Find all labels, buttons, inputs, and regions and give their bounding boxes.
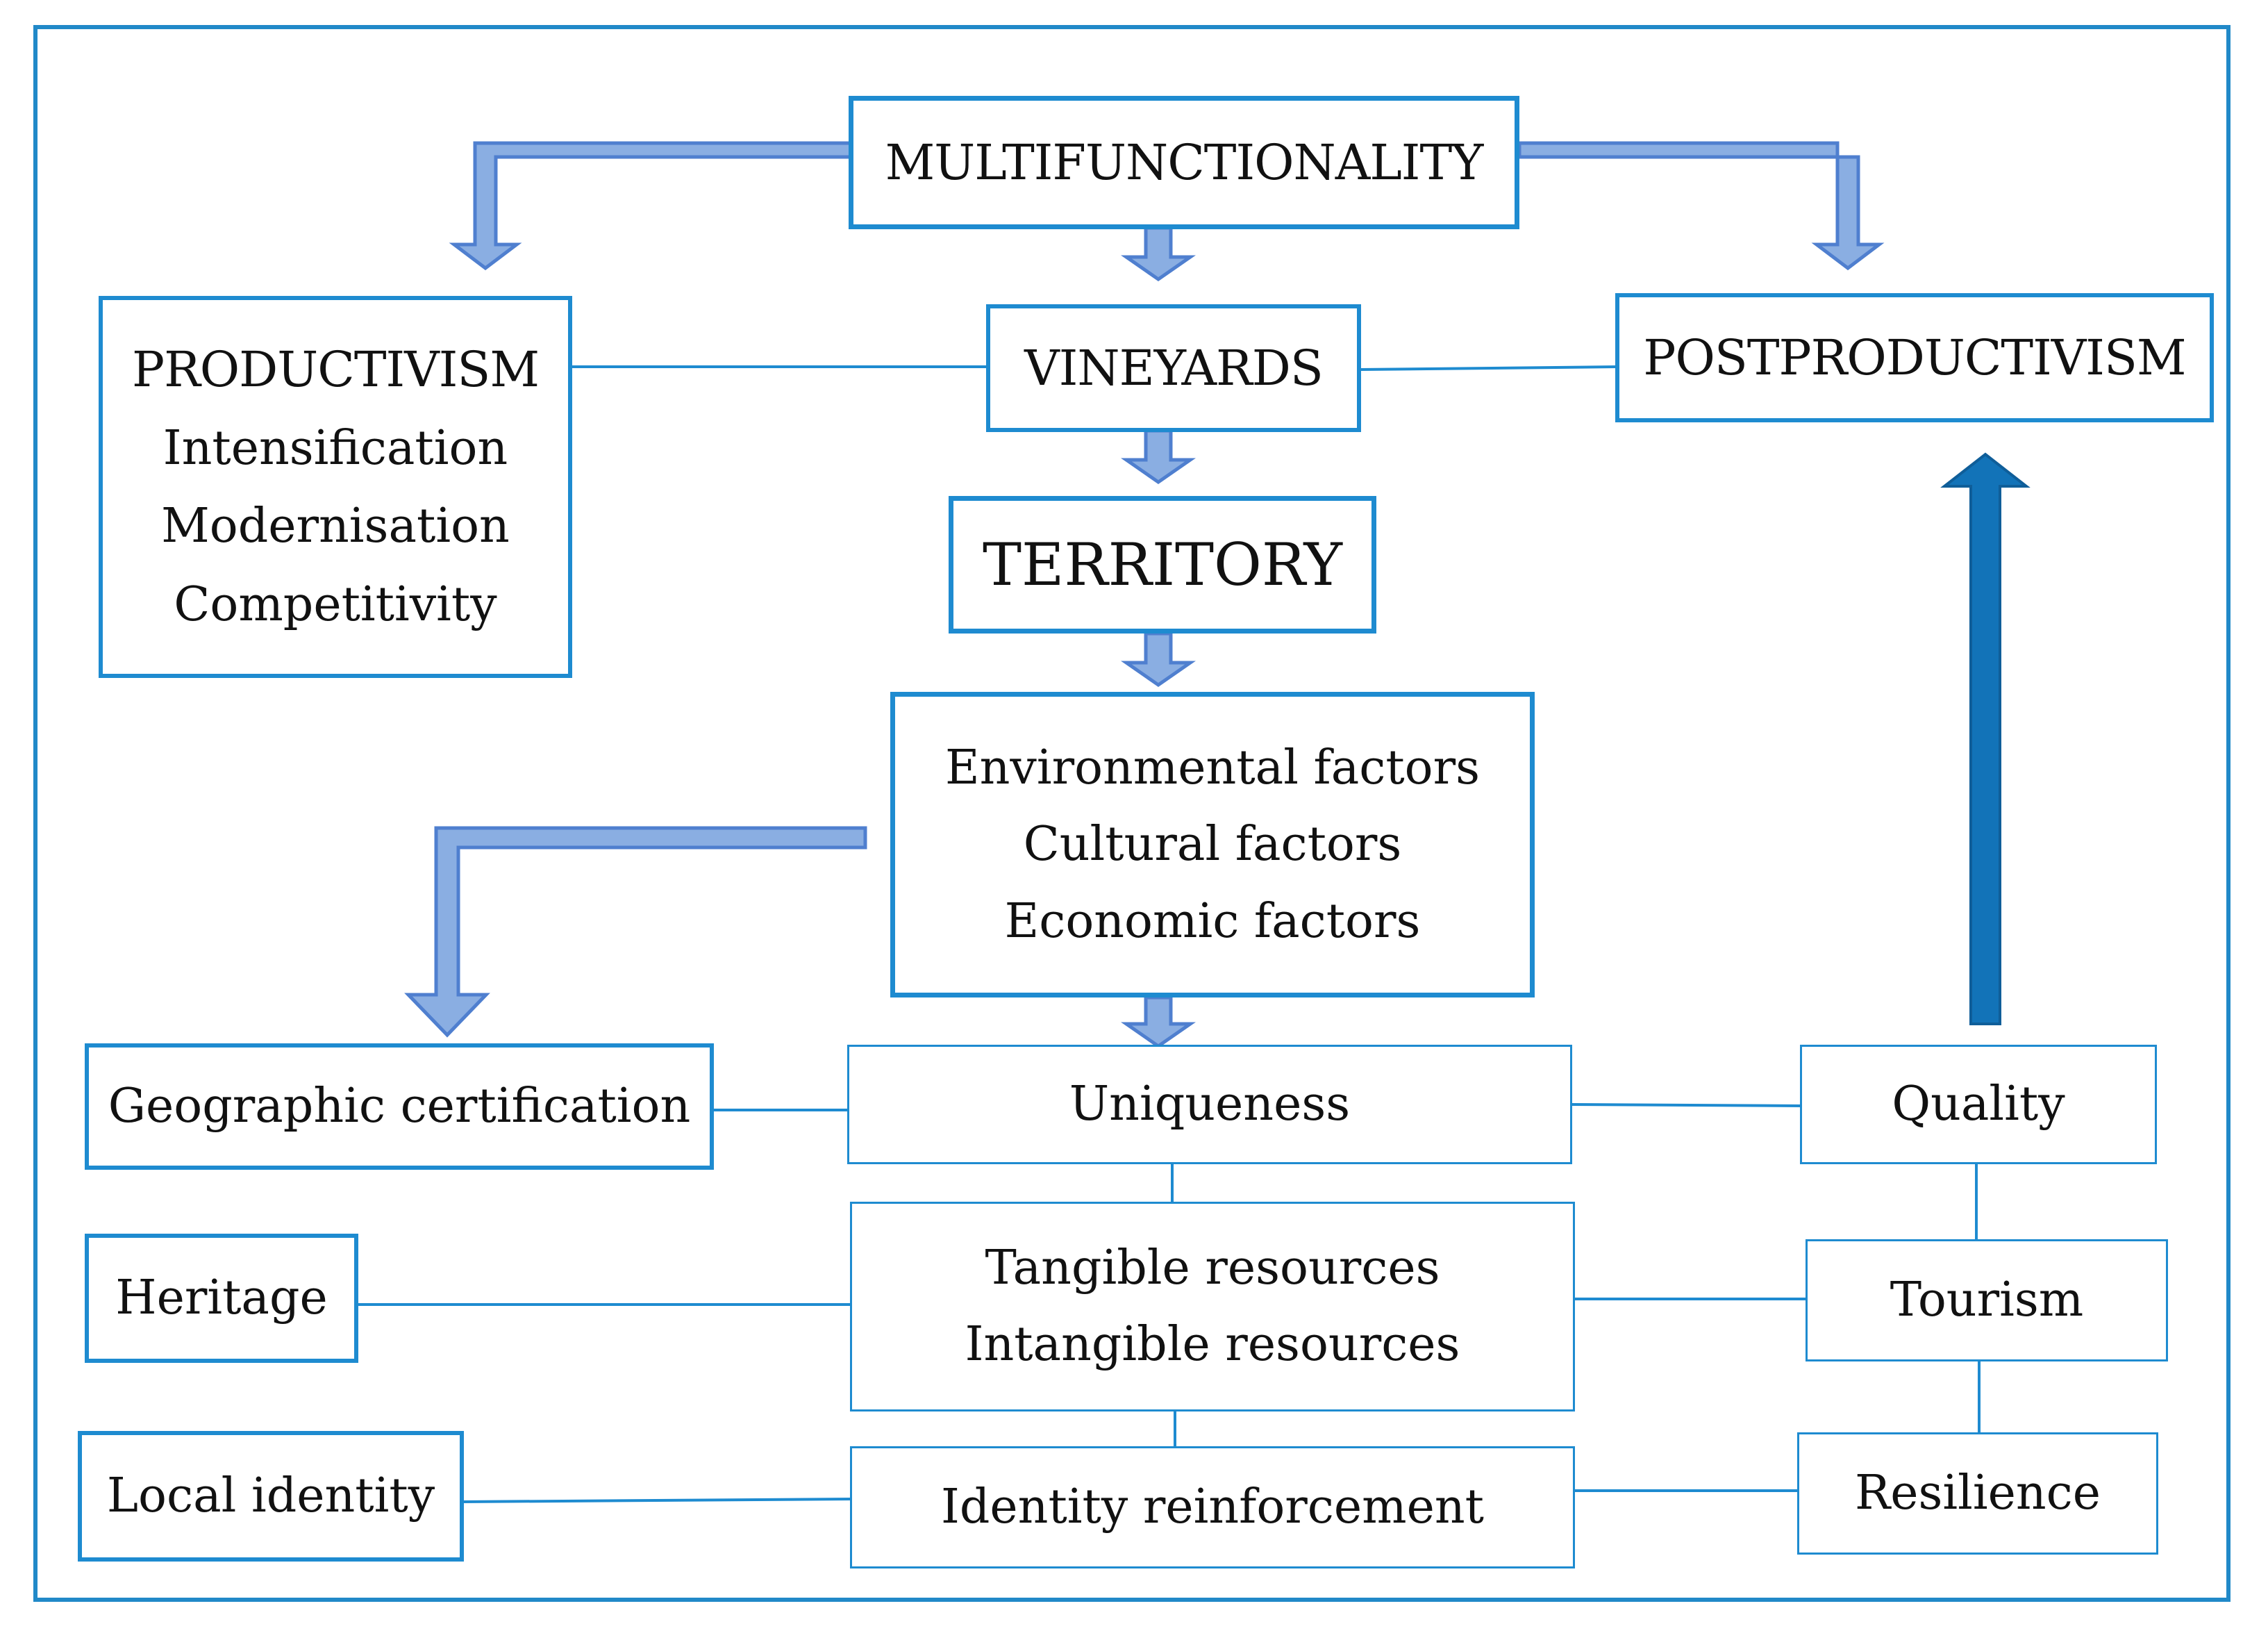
- arrow-vineyards-to-territory: [1121, 429, 1196, 485]
- multifunctionality-label: MULTIFUNCTIONALITY: [885, 134, 1484, 191]
- flow-arrows: [404, 141, 1885, 1049]
- productivism-item: Intensification: [162, 420, 508, 476]
- geographic-certification-box: Geographic certification: [85, 1043, 714, 1170]
- identity-reinforcement-box: Identity reinforcement: [850, 1446, 1575, 1568]
- uniqueness-label: Uniqueness: [1069, 1077, 1351, 1132]
- postproductivism-box: POSTPRODUCTIVISM: [1615, 293, 2214, 422]
- resources-box: Tangible resources Intangible resources: [850, 1202, 1575, 1411]
- postproductivism-label: POSTPRODUCTIVISM: [1643, 329, 2186, 386]
- arrow-factors-to-geo-cert: [404, 826, 867, 1038]
- arrow-factors-to-uniqueness: [1121, 995, 1196, 1049]
- local-identity-label: Local identity: [106, 1468, 435, 1523]
- multifunctionality-box: MULTIFUNCTIONALITY: [849, 96, 1519, 229]
- local-identity-box: Local identity: [78, 1431, 464, 1562]
- connector-uniqueness-quality: [1570, 1103, 1802, 1107]
- quality-label: Quality: [1892, 1077, 2065, 1132]
- heritage-box: Heritage: [85, 1234, 358, 1363]
- quality-box: Quality: [1800, 1045, 2157, 1164]
- factor-item: Cultural factors: [1023, 817, 1402, 872]
- productivism-item: Competitivity: [174, 577, 497, 633]
- identity-reinforcement-label: Identity reinforcement: [941, 1480, 1484, 1534]
- arrow-multi-to-productivism: [449, 141, 853, 271]
- outer-frame: [33, 25, 2231, 1602]
- factor-item: Economic factors: [1004, 893, 1421, 949]
- vineyards-label: VINEYARDS: [1024, 340, 1324, 397]
- resource-item: Intangible resources: [965, 1316, 1460, 1372]
- connector-vineyards-postproductivism: [1359, 365, 1617, 371]
- arrow-multi-to-vineyards: [1121, 226, 1196, 282]
- uniqueness-box: Uniqueness: [847, 1045, 1572, 1164]
- resilience-label: Resilience: [1855, 1466, 2101, 1521]
- tourism-box: Tourism: [1806, 1239, 2168, 1361]
- factors-box: Environmental factors Cultural factors E…: [890, 692, 1535, 997]
- connector-local-identity-reinforcement: [462, 1498, 852, 1503]
- resource-item: Tangible resources: [985, 1241, 1440, 1296]
- arrow-territory-to-factors: [1121, 631, 1196, 688]
- heritage-label: Heritage: [115, 1270, 328, 1325]
- factor-item: Environmental factors: [944, 740, 1481, 795]
- resilience-box: Resilience: [1797, 1432, 2158, 1555]
- territory-box: TERRITORY: [949, 496, 1376, 634]
- territory-label: TERRITORY: [982, 531, 1343, 599]
- vineyards-box: VINEYARDS: [986, 304, 1361, 432]
- geographic-certification-label: Geographic certification: [108, 1079, 691, 1134]
- connector-lines: [358, 365, 1981, 1503]
- productivism-title: PRODUCTIVISM: [131, 340, 540, 398]
- arrow-quality-to-postproductivism: [1940, 452, 2031, 1025]
- arrow-multi-to-postproductivism: [1517, 141, 1885, 271]
- productivism-item: Modernisation: [161, 499, 510, 554]
- tourism-label: Tourism: [1890, 1273, 2084, 1327]
- productivism-box: PRODUCTIVISM Intensification Modernisati…: [99, 296, 572, 678]
